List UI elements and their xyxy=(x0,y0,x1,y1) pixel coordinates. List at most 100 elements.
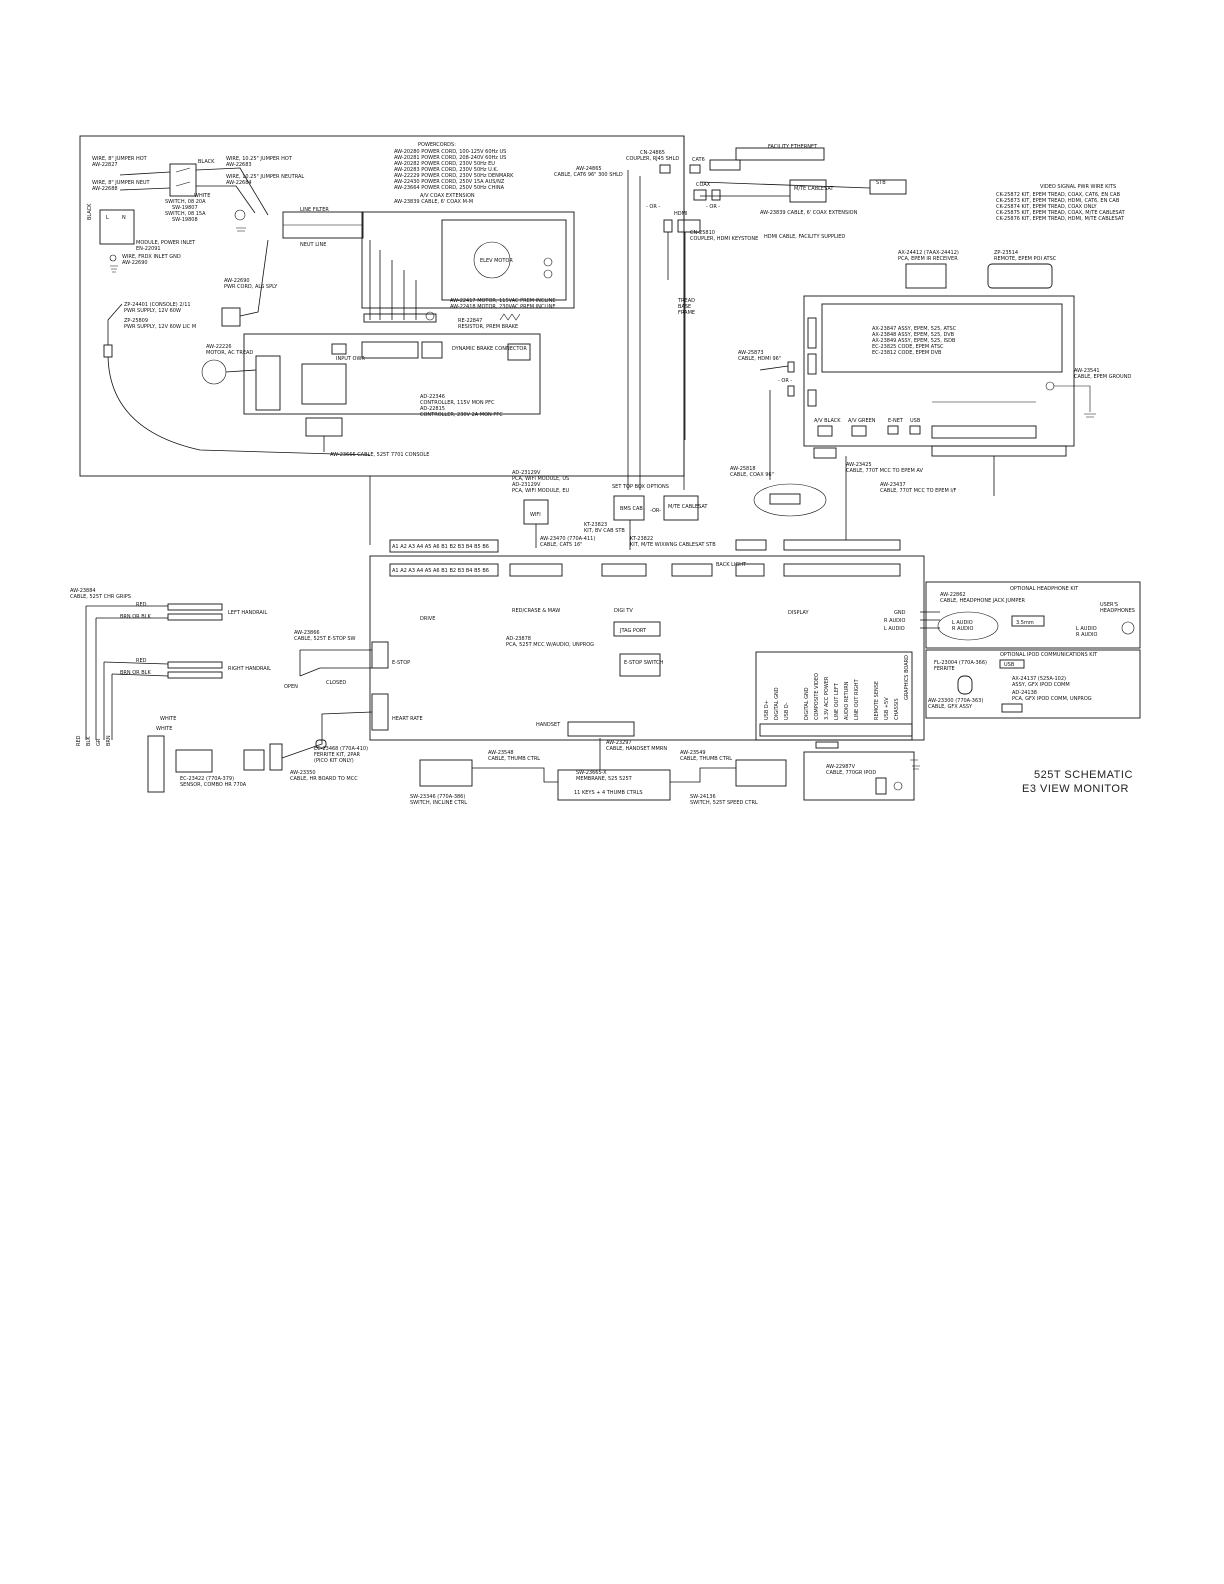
wifi-stb: AD-23129V PCA, WIFI MODULE, US AD-23129V… xyxy=(512,470,716,550)
controller-terminals xyxy=(361,341,531,361)
svg-text:COUPLER, HDMI KEYSTONE: COUPLER, HDMI KEYSTONE xyxy=(690,236,758,242)
svg-text:WIRE, 8" JUMPER NEUT: WIRE, 8" JUMPER NEUT xyxy=(92,180,151,186)
svg-text:CABLE, 770T MCC TO EPEM I/F: CABLE, 770T MCC TO EPEM I/F xyxy=(880,488,957,494)
svg-text:AW-23297: AW-23297 xyxy=(606,740,632,746)
svg-text:USER'S: USER'S xyxy=(1100,602,1118,608)
svg-text:AW-22226: AW-22226 xyxy=(206,344,232,350)
svg-text:SW-23665-X: SW-23665-X xyxy=(576,770,607,776)
svg-text:LINE FILTER: LINE FILTER xyxy=(300,207,329,213)
svg-text:CABLE, THUMB CTRL: CABLE, THUMB CTRL xyxy=(488,756,540,762)
power-section: WIRE, 8" JUMPER HOT AW-22827 WIRE, 8" JU… xyxy=(87,156,371,456)
svg-text:CK-25874 KIT, EPEM TREAD, COAX: CK-25874 KIT, EPEM TREAD, COAX ONLY xyxy=(996,204,1097,210)
svg-text:AX-24137 (525A-102): AX-24137 (525A-102) xyxy=(1012,676,1066,682)
title-line-1: 525T SCHEMATIC xyxy=(1034,769,1133,781)
svg-text:CLOSED: CLOSED xyxy=(326,680,346,686)
svg-text:WIRE, 10.25" JUMPER NEUTRAL: WIRE, 10.25" JUMPER NEUTRAL xyxy=(226,174,304,180)
svg-text:A1 A2 A3 A4 A5 A6 B1 B2 B3 B4: A1 A2 A3 A4 A5 A6 B1 B2 B3 B4 B5 B6 xyxy=(392,568,489,574)
svg-text:BASE: BASE xyxy=(678,304,691,310)
svg-text:CABLE, HEADPHONE JACK JUMPER: CABLE, HEADPHONE JACK JUMPER xyxy=(940,598,1026,604)
svg-text:AW-22417 MOTOR, 115VAC PREM IN: AW-22417 MOTOR, 115VAC PREM INCLINE xyxy=(450,298,556,304)
svg-text:N: N xyxy=(122,215,126,221)
svg-text:KT-23822: KT-23822 xyxy=(630,536,653,542)
svg-text:CABLE, GFX ASSY: CABLE, GFX ASSY xyxy=(928,704,973,710)
svg-text:AX-23847 ASSY, EPEM, 525, ATSC: AX-23847 ASSY, EPEM, 525, ATSC xyxy=(872,326,957,332)
svg-text:AD-23129V: AD-23129V xyxy=(512,470,541,476)
svg-text:A1 A2 A3 A4 A5 A6 B1 B2 B3 B4: A1 A2 A3 A4 A5 A6 B1 B2 B3 B4 B5 B6 xyxy=(392,544,489,550)
svg-text:DIGITAL GND: DIGITAL GND xyxy=(774,687,780,720)
svg-text:AW-20281 POWER CORD, 208-240V: AW-20281 POWER CORD, 208-240V 60Hz US xyxy=(394,155,506,161)
svg-text:NEUT LINE: NEUT LINE xyxy=(300,242,326,248)
svg-text:FERRITE KIT, 2PAR: FERRITE KIT, 2PAR xyxy=(314,752,361,758)
svg-text:COMPOSITE VIDEO: COMPOSITE VIDEO xyxy=(814,673,820,720)
svg-text:INPUT OWR: INPUT OWR xyxy=(336,356,365,362)
svg-text:DIGITAL GND: DIGITAL GND xyxy=(804,687,810,720)
svg-text:LINE OUT RIGHT: LINE OUT RIGHT xyxy=(854,678,860,720)
svg-text:PCA, 525T MCC W/AUDIO, UNPROG: PCA, 525T MCC W/AUDIO, UNPROG xyxy=(506,642,594,648)
svg-text:AX-24412 (7AAX-24412): AX-24412 (7AAX-24412) xyxy=(898,250,959,256)
svg-text:EC-23812 CODE, EPEM DVB: EC-23812 CODE, EPEM DVB xyxy=(872,350,942,356)
svg-text:AW-25873: AW-25873 xyxy=(738,350,764,356)
svg-text:AD-22815: AD-22815 xyxy=(420,406,445,412)
svg-text:FL-23004 (770A-366): FL-23004 (770A-366) xyxy=(934,660,987,666)
svg-text:CONTROLLER, 230V 2A MON PFC: CONTROLLER, 230V 2A MON PFC xyxy=(420,412,503,418)
svg-text:CONTROLLER, 115V MON PFC: CONTROLLER, 115V MON PFC xyxy=(420,400,495,406)
svg-text:CABLE, EPEM GROUND: CABLE, EPEM GROUND xyxy=(1074,374,1131,380)
svg-text:AX-23848 ASSY, EPEM, 525, DVB: AX-23848 ASSY, EPEM, 525, DVB xyxy=(872,332,955,338)
svg-text:CK-25876 KIT, EPEM TREAD, HDMI: CK-25876 KIT, EPEM TREAD, HDMI, M/TE CAB… xyxy=(996,216,1125,222)
svg-text:AW-22684: AW-22684 xyxy=(226,180,252,186)
svg-text:AW-23437: AW-23437 xyxy=(880,482,906,488)
svg-text:HEART RATE: HEART RATE xyxy=(392,716,423,722)
svg-text:SW-19808: SW-19808 xyxy=(172,217,198,223)
svg-text:WHITE: WHITE xyxy=(194,193,210,199)
svg-text:AD-24138: AD-24138 xyxy=(1012,690,1037,696)
svg-text:ZP-23514: ZP-23514 xyxy=(994,250,1018,256)
svg-text:BLACK: BLACK xyxy=(198,159,215,165)
svg-text:AW-22690: AW-22690 xyxy=(224,278,250,284)
svg-text:AW-23839 CABLE, 6' COAX M-M: AW-23839 CABLE, 6' COAX M-M xyxy=(394,199,473,205)
svg-text:COAX: COAX xyxy=(696,182,711,188)
svg-text:SWITCH, 08 20A: SWITCH, 08 20A xyxy=(165,199,206,205)
svg-text:- OR -: - OR - xyxy=(706,204,720,210)
svg-text:BRN OR BLK: BRN OR BLK xyxy=(120,670,151,676)
svg-text:(PICO KIT ONLY): (PICO KIT ONLY) xyxy=(314,758,354,764)
svg-text:AW-23470 (770A-411): AW-23470 (770A-411) xyxy=(540,536,595,542)
svg-text:AW-23666 CABLE, 525T 7701 CON: AW-23666 CABLE, 525T 7701 CONSOLE xyxy=(330,452,429,458)
svg-text:WHITE: WHITE xyxy=(160,716,176,722)
svg-text:CABLE, 525T E-STOP SW: CABLE, 525T E-STOP SW xyxy=(294,636,356,642)
main-board: AD-23878 PCA, 525T MCC W/AUDIO, UNPROG A… xyxy=(369,539,925,749)
svg-text:CHASSIS: CHASSIS xyxy=(894,698,900,720)
svg-text:PWR SUPPLY, 12V 60W: PWR SUPPLY, 12V 60W xyxy=(124,308,181,314)
svg-text:BMS CAB: BMS CAB xyxy=(620,506,643,512)
svg-text:FACILITY ETHERNET: FACILITY ETHERNET xyxy=(768,144,818,150)
svg-text:AW-23839 CABLE, 6' COAX EXTENS: AW-23839 CABLE, 6' COAX EXTENSION xyxy=(760,210,858,216)
svg-text:LEFT HANDRAIL: LEFT HANDRAIL xyxy=(228,610,267,616)
svg-text:R AUDIO: R AUDIO xyxy=(952,626,973,632)
svg-text:OPTIONAL IPOD COMMUNICATIONS K: OPTIONAL IPOD COMMUNICATIONS KIT xyxy=(1000,652,1098,658)
svg-text:CABLE, COAX 96": CABLE, COAX 96" xyxy=(730,472,774,478)
svg-text:RE-22847: RE-22847 xyxy=(458,318,482,324)
svg-text:RIGHT HANDRAIL: RIGHT HANDRAIL xyxy=(228,666,271,672)
svg-text:CABLE, HR BOARD TO MCC: CABLE, HR BOARD TO MCC xyxy=(290,776,358,782)
svg-text:PCA, WIFI MODULE, EU: PCA, WIFI MODULE, EU xyxy=(512,488,570,494)
svg-text:AD-23878: AD-23878 xyxy=(506,636,531,642)
svg-text:USB: USB xyxy=(1004,662,1015,668)
svg-text:BRN OR BLK: BRN OR BLK xyxy=(120,614,151,620)
svg-text:JTAG PORT: JTAG PORT xyxy=(619,628,647,634)
svg-text:LINE OUT LEFT: LINE OUT LEFT xyxy=(834,682,840,720)
svg-text:AW-22987V: AW-22987V xyxy=(826,764,856,770)
svg-text:L: L xyxy=(106,215,109,221)
kits-list: VIDEO SIGNAL PWR WIRE KITS CK-25872 KIT,… xyxy=(996,184,1126,222)
svg-text:CAT6: CAT6 xyxy=(692,157,705,163)
svg-text:AW-23425: AW-23425 xyxy=(846,462,872,468)
svg-text:CABLE, THUMB CTRL: CABLE, THUMB CTRL xyxy=(680,756,732,762)
svg-text:GR: GR xyxy=(96,738,102,746)
svg-text:RED: RED xyxy=(76,735,82,746)
svg-text:MOTOR, AC TREAD: MOTOR, AC TREAD xyxy=(206,350,253,356)
svg-text:AW-23866: AW-23866 xyxy=(294,630,320,636)
svg-text:FERRITE: FERRITE xyxy=(934,666,955,672)
svg-text:SWITCH, INCLINE CTRL: SWITCH, INCLINE CTRL xyxy=(410,800,467,806)
svg-text:- OR -: - OR - xyxy=(778,378,792,384)
svg-text:KT-23823: KT-23823 xyxy=(584,522,607,528)
svg-text:AW-23549: AW-23549 xyxy=(680,750,706,756)
svg-text:SW-24136: SW-24136 xyxy=(690,794,716,800)
